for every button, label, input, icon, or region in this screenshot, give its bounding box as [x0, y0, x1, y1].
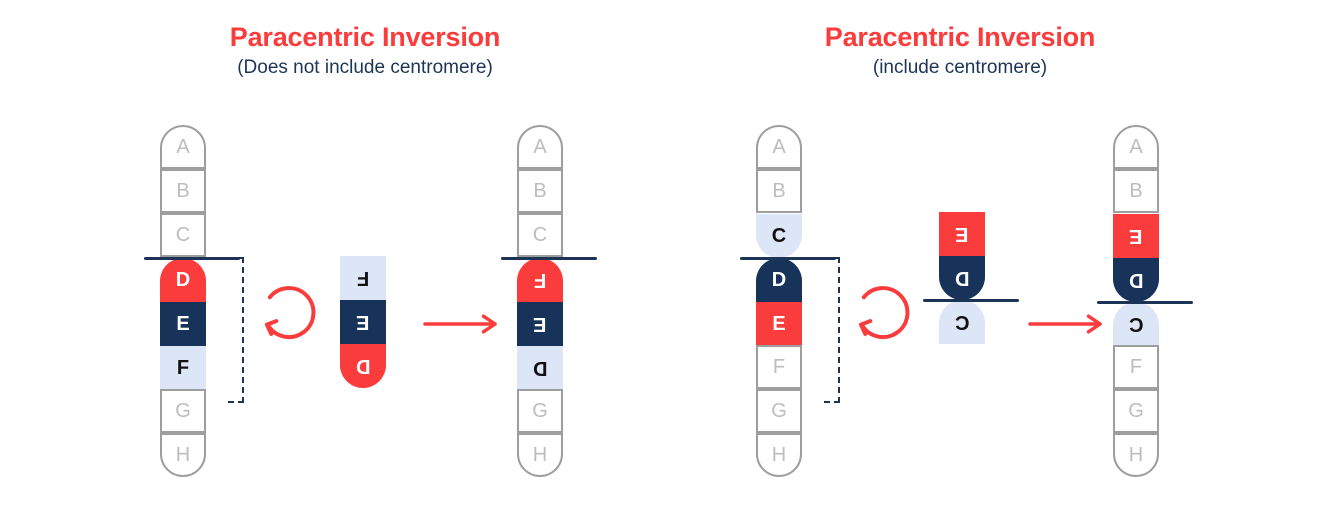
chromosome-band-c: C [756, 214, 802, 258]
chromosome-band-e: E [160, 302, 206, 346]
transform-arrow-left [423, 314, 497, 334]
band-label: E [176, 313, 190, 335]
band-label: C [175, 224, 191, 246]
chromosome-band-e: E [756, 302, 802, 346]
chromosome-band-a: A [160, 125, 206, 169]
inversion-bracket-left [228, 257, 244, 403]
centromere-marker-right-segment [923, 299, 1019, 302]
band-label: H [1128, 444, 1144, 466]
band-label: D [954, 267, 970, 289]
band-label: E [955, 223, 969, 245]
band-label: C [954, 311, 970, 333]
chromosome-band-e: E [517, 302, 563, 346]
band-label: C [532, 224, 548, 246]
panel-title-right-main: Paracentric Inversion [824, 22, 1096, 52]
band-label: D [175, 269, 191, 291]
panel-title-left-main: Paracentric Inversion [229, 22, 501, 52]
band-label: E [356, 311, 370, 333]
band-label: H [771, 444, 787, 466]
chromosome-band-g: G [1113, 389, 1159, 433]
chromosome-band-a: A [756, 125, 802, 169]
band-label: E [772, 313, 786, 335]
band-label: F [533, 269, 547, 291]
chromosome-band-c: C [1113, 302, 1159, 346]
band-label: G [1128, 400, 1144, 422]
transform-arrow-right [1028, 314, 1102, 334]
chromosome-band-d: D [160, 258, 206, 302]
centromere-marker-right-before [740, 257, 836, 260]
chromosome-band-b: B [517, 169, 563, 213]
band-label: C [1128, 313, 1144, 335]
band-label: H [175, 444, 191, 466]
chromosome-band-g: G [160, 389, 206, 433]
band-label: A [176, 136, 190, 158]
panel-title-right: Paracentric Inversion (include centromer… [735, 22, 1185, 79]
chromosome-band-e: E [1113, 214, 1159, 258]
chromosome-band-h: H [1113, 433, 1159, 477]
band-label: D [1128, 269, 1144, 291]
band-label: A [1129, 136, 1143, 158]
chromosome-band-f: F [756, 345, 802, 389]
band-label: B [772, 180, 786, 202]
band-label: A [772, 136, 786, 158]
chromosome-band-e: E [939, 212, 985, 256]
band-label: G [532, 400, 548, 422]
chromosome-band-f: F [517, 258, 563, 302]
chromosome-band-e: E [340, 300, 386, 344]
band-label: F [176, 357, 190, 379]
band-label: B [533, 180, 547, 202]
chromosome-band-b: B [160, 169, 206, 213]
chromosome-band-a: A [517, 125, 563, 169]
centromere-marker-left-after [501, 257, 597, 260]
chromosome-band-a: A [1113, 125, 1159, 169]
chromosome-band-d: D [340, 344, 386, 388]
band-label: A [533, 136, 547, 158]
band-label: G [771, 400, 787, 422]
band-label: E [533, 313, 547, 335]
rotation-arrow-right [858, 286, 910, 339]
chromosome-band-f: F [1113, 345, 1159, 389]
chromosome-band-h: H [517, 433, 563, 477]
band-label: B [1129, 180, 1143, 202]
band-label: D [532, 357, 548, 379]
chromosome-band-f: F [160, 346, 206, 390]
panel-title-left-sub: (Does not include centromere) [237, 56, 493, 78]
chromosome-band-c: C [517, 213, 563, 257]
band-label: C [771, 225, 787, 247]
chromosome-band-h: H [756, 433, 802, 477]
centromere-marker-left-before [144, 257, 240, 260]
chromosome-band-g: G [756, 389, 802, 433]
inversion-bracket-right [824, 257, 840, 403]
chromosome-band-c: C [939, 300, 985, 344]
chromosome-band-c: C [160, 213, 206, 257]
panel-title-left: Paracentric Inversion (Does not include … [140, 22, 590, 79]
band-label: B [176, 180, 190, 202]
band-label: D [771, 269, 787, 291]
band-label: E [1129, 225, 1143, 247]
chromosome-band-d: D [756, 258, 802, 302]
band-label: H [532, 444, 548, 466]
chromosome-band-b: B [1113, 169, 1159, 213]
chromosome-band-g: G [517, 389, 563, 433]
chromosome-band-b: B [756, 169, 802, 213]
chromosome-band-f: F [340, 256, 386, 300]
chromosome-band-d: D [517, 346, 563, 390]
chromosome-band-h: H [160, 433, 206, 477]
centromere-marker-right-after [1097, 301, 1193, 304]
chromosome-band-d: D [939, 256, 985, 300]
rotation-arrow-left [264, 286, 316, 339]
band-label: F [356, 267, 370, 289]
band-label: G [175, 400, 191, 422]
chromosome-band-d: D [1113, 258, 1159, 302]
band-label: F [1129, 356, 1143, 378]
band-label: D [355, 355, 371, 377]
panel-title-right-sub: (include centromere) [872, 56, 1048, 78]
band-label: F [772, 356, 786, 378]
